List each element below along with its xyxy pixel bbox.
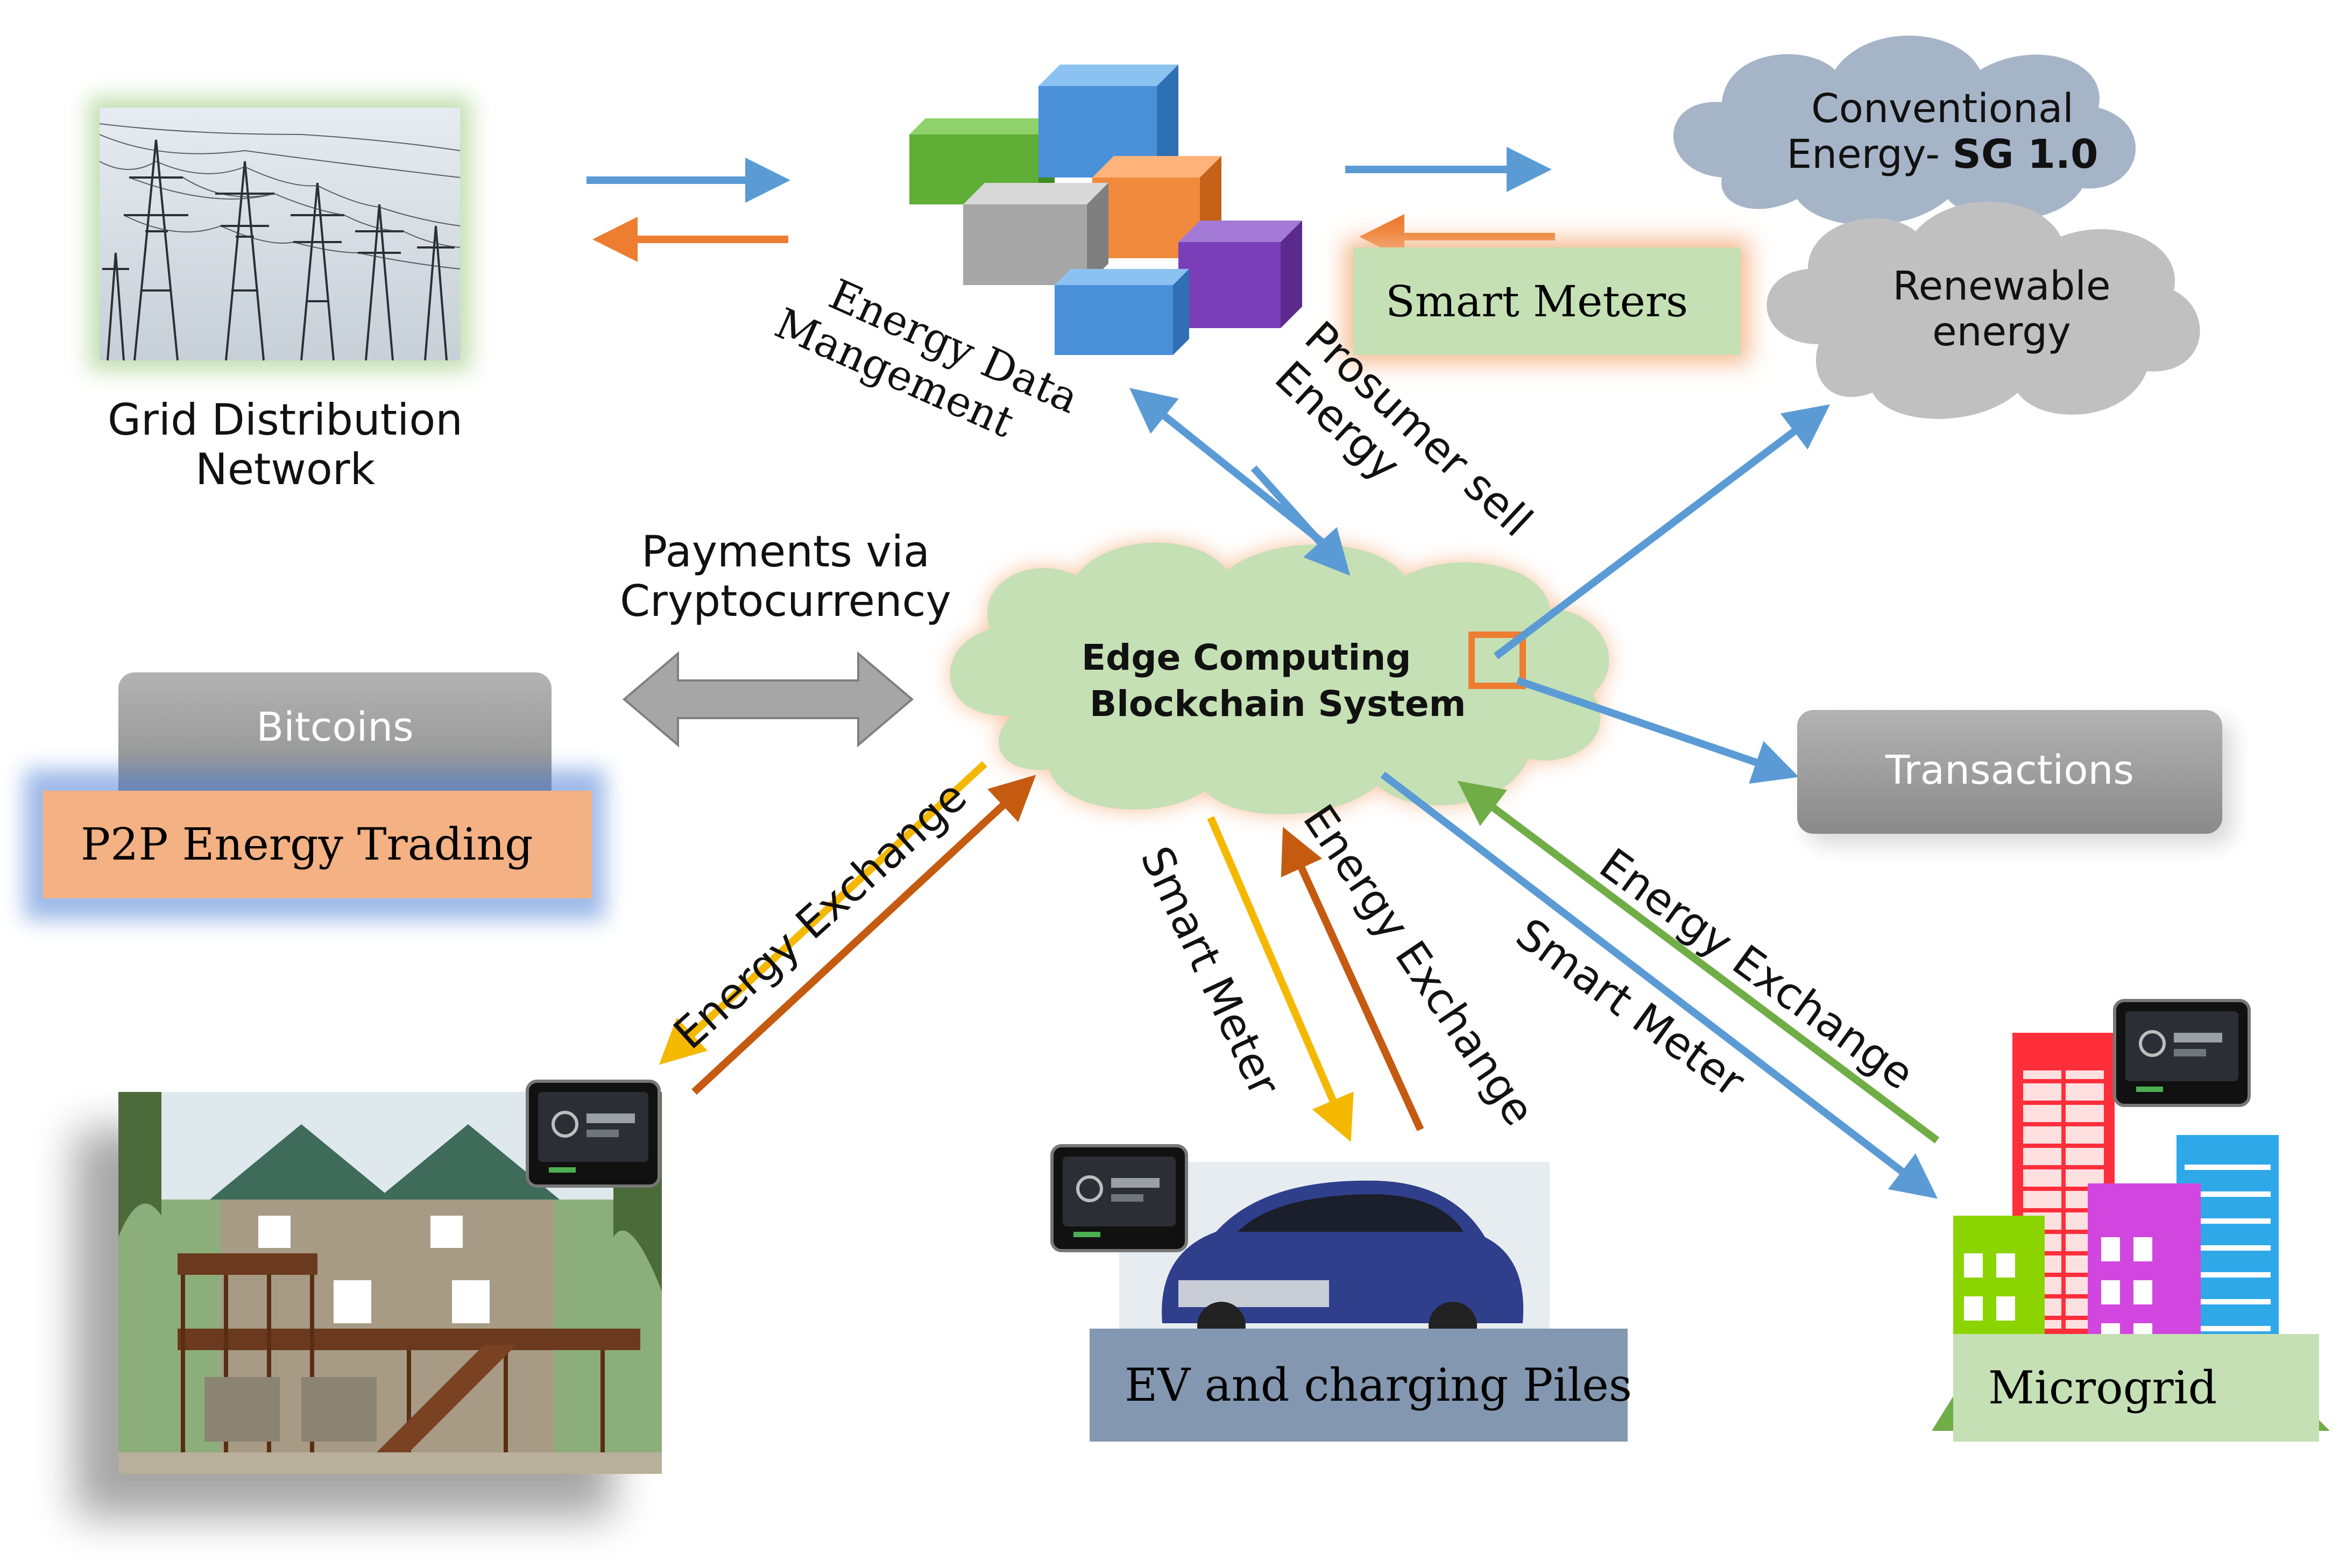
conventional-line2-prefix: Energy- xyxy=(1786,131,1953,178)
payments-double-arrow xyxy=(622,651,914,748)
car-photo-icon xyxy=(1119,1162,1550,1350)
arrow-edge-to-microgrid xyxy=(1380,771,1938,1199)
arrow-house-to-edge xyxy=(691,775,1036,1095)
grid-label-line1: Grid Distribution xyxy=(107,395,463,445)
grid-label-line2: Network xyxy=(195,444,376,494)
conventional-energy-cloud xyxy=(1673,36,2136,225)
edge-computing-label: Edge Computing Blockchain System xyxy=(1022,635,1507,727)
arrows xyxy=(586,147,1940,1199)
meter-device-ev-icon xyxy=(1050,1144,1188,1252)
edge-line1: Edge Computing xyxy=(1082,637,1411,678)
edge-line2: Blockchain System xyxy=(1090,683,1466,725)
arrow-microgrid-to-edge xyxy=(1457,781,1940,1144)
conventional-line1: Conventional xyxy=(1811,86,2074,132)
arrow-edge-to-data xyxy=(1129,388,1326,547)
microgrid-label: Microgrid xyxy=(1988,1361,2217,1414)
conventional-line2-bold: SG 1.0 xyxy=(1952,131,2098,178)
payments-line2: Cryptocurrency xyxy=(620,576,951,626)
house-photo-icon xyxy=(75,1092,662,1517)
p2p-box: P2P Energy Trading xyxy=(43,791,592,898)
smart-meters-box: Smart Meters xyxy=(1353,247,1741,355)
meter-device-microgrid-icon xyxy=(2113,999,2251,1107)
arrow-ev-to-edge xyxy=(1281,827,1424,1131)
arrow-edge-to-ev xyxy=(1207,816,1354,1142)
arrow-data-to-edge xyxy=(1250,465,1351,576)
meter-device-house-icon xyxy=(526,1080,661,1188)
edge-computing-cloud xyxy=(950,542,1609,814)
microgrid-box: Microgrid xyxy=(1953,1334,2319,1442)
renewable-line2: energy xyxy=(1932,309,2071,356)
data-cubes-icon xyxy=(909,65,1302,355)
ev-box: EV and charging Piles xyxy=(1090,1329,1632,1442)
bitcoins-label: Bitcoins xyxy=(256,704,414,750)
grid-photo-icon xyxy=(89,97,471,371)
renewable-line1: Renewable xyxy=(1892,263,2111,309)
arrow-edge-to-house xyxy=(659,761,987,1065)
ev-label: EV and charging Piles xyxy=(1125,1359,1632,1411)
transactions-button-bg xyxy=(1797,710,2222,834)
smart-meters-label: Smart Meters xyxy=(1386,276,1688,327)
grid-label: Grid Distribution Network xyxy=(102,395,468,494)
arrow-edge-to-renewable xyxy=(1493,404,1831,659)
arrow-edge-to-transactions xyxy=(1516,677,1799,784)
payments-label: Payments via Cryptocurrency xyxy=(608,527,963,626)
conventional-line2: Energy- SG 1.0 xyxy=(1749,132,2136,178)
p2p-label: P2P Energy Trading xyxy=(81,819,533,870)
payments-line1: Payments via xyxy=(641,527,930,577)
conventional-energy-label: Conventional Energy- SG 1.0 xyxy=(1749,86,2136,178)
transactions-label: Transactions xyxy=(1885,747,2134,793)
renewable-energy-cloud xyxy=(1766,201,2200,419)
renewable-energy-label: Renewable energy xyxy=(1840,263,2163,356)
